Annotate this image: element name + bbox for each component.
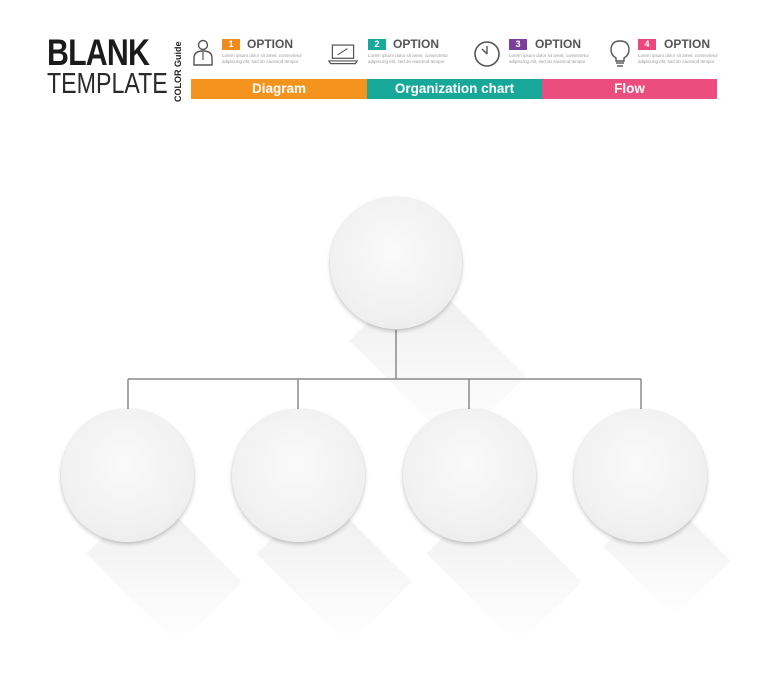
option-4-label: OPTION [664, 37, 711, 51]
option-4-desc: Lorem ipsum dolor sit amet, consectetur … [638, 53, 719, 64]
option-1-number: 1 [222, 39, 240, 50]
option-3-label: OPTION [535, 37, 582, 51]
option-2-desc: Lorem ipsum dolor sit amet, consectetur … [368, 53, 449, 64]
option-1-desc: Lorem ipsum dolor sit amet, consectetur … [222, 53, 303, 64]
bar-diagram: Diagram [191, 79, 367, 99]
lightbulb-icon [610, 40, 630, 67]
title-sub: TEMPLATE [47, 68, 168, 100]
option-4-number: 4 [638, 39, 656, 50]
org-child-node-2 [232, 409, 365, 542]
bar-flow: Flow [542, 79, 717, 99]
person-icon [193, 39, 213, 66]
org-child-node-4 [574, 409, 707, 542]
org-child-node-1 [61, 409, 194, 542]
title-block: BLANK TEMPLATE [47, 32, 198, 100]
org-child-node-3 [403, 409, 536, 542]
option-2-number: 2 [368, 39, 386, 50]
clock-icon [474, 41, 500, 67]
option-3-number: 3 [509, 39, 527, 50]
option-3-desc: Lorem ipsum dolor sit amet, consectetur … [509, 53, 590, 64]
option-1-label: OPTION [247, 37, 294, 51]
title-main: BLANK [47, 32, 150, 73]
option-2-label: OPTION [393, 37, 440, 51]
laptop-icon [328, 44, 358, 65]
bar-organization-chart: Organization chart [367, 79, 542, 99]
org-root-node [330, 197, 462, 329]
